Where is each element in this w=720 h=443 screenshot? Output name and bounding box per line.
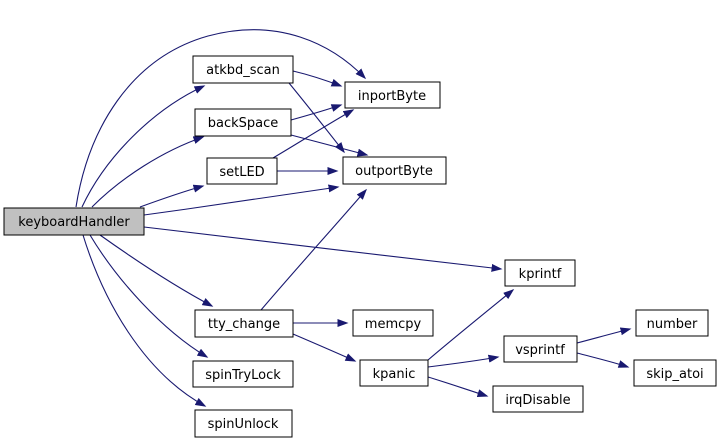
node-kpanic[interactable]: kpanic xyxy=(359,359,429,387)
edge-keyboardHandler-backSpace xyxy=(91,136,205,208)
node-kpanic-box[interactable] xyxy=(359,359,429,387)
node-vsprintf-box[interactable] xyxy=(503,335,578,363)
edge-keyboardHandler-inportByte xyxy=(75,29,367,208)
node-atkbd_scan[interactable]: atkbd_scan xyxy=(192,55,294,84)
node-keyboardHandler: keyboardHandler xyxy=(3,207,145,236)
edge-vsprintf-number xyxy=(576,327,632,344)
node-skip_atoi-box[interactable] xyxy=(633,359,717,387)
edge-keyboardHandler-spinTryLock xyxy=(89,234,209,358)
edge-tty_change-kpanic xyxy=(292,333,357,362)
edge-kpanic-kprintf xyxy=(427,289,515,361)
node-backSpace-label: backSpace xyxy=(208,116,279,131)
node-kprintf-box[interactable] xyxy=(504,259,576,287)
node-spinUnlock[interactable]: spinUnlock xyxy=(194,409,293,438)
node-number[interactable]: number xyxy=(635,309,709,337)
node-spinTryLock[interactable]: spinTryLock xyxy=(192,360,294,388)
edge-keyboardHandler-setLED xyxy=(139,184,205,208)
node-inportByte[interactable]: inportByte xyxy=(344,81,441,109)
node-tty_change-label: tty_change xyxy=(208,317,280,332)
edge-atkbd_scan-outportByte xyxy=(288,82,345,154)
node-number-box[interactable] xyxy=(635,309,709,337)
node-inportByte-box[interactable] xyxy=(344,81,441,109)
node-spinTryLock-box[interactable] xyxy=(192,360,294,388)
edge-backSpace-inportByte xyxy=(290,104,343,121)
node-spinUnlock-label: spinUnlock xyxy=(208,417,279,432)
edge-kpanic-irqDisable xyxy=(427,376,489,397)
edge-keyboardHandler-tty_change xyxy=(99,234,214,307)
node-memcpy[interactable]: memcpy xyxy=(352,309,434,337)
node-irqDisable-label: irqDisable xyxy=(505,393,570,408)
node-memcpy-label: memcpy xyxy=(365,317,422,332)
node-backSpace[interactable]: backSpace xyxy=(194,108,292,137)
node-keyboardHandler-label: keyboardHandler xyxy=(18,215,130,230)
edge-group xyxy=(75,29,632,407)
node-outportByte-box[interactable] xyxy=(342,156,447,185)
node-inportByte-label: inportByte xyxy=(358,89,426,104)
node-skip_atoi-label: skip_atoi xyxy=(646,367,703,382)
node-vsprintf-label: vsprintf xyxy=(515,343,565,358)
node-backSpace-box[interactable] xyxy=(194,108,292,137)
edge-setLED-inportByte xyxy=(272,109,355,159)
edge-keyboardHandler-spinUnlock xyxy=(82,234,207,407)
node-irqDisable[interactable]: irqDisable xyxy=(492,385,584,413)
edge-keyboardHandler-kprintf xyxy=(143,226,503,272)
node-keyboardHandler-box xyxy=(3,207,145,236)
node-kprintf[interactable]: kprintf xyxy=(504,259,576,287)
node-vsprintf[interactable]: vsprintf xyxy=(503,335,578,363)
node-number-label: number xyxy=(647,317,698,332)
node-setLED-box[interactable] xyxy=(206,157,278,185)
node-skip_atoi[interactable]: skip_atoi xyxy=(633,359,717,387)
node-tty_change[interactable]: tty_change xyxy=(194,309,294,338)
node-outportByte[interactable]: outportByte xyxy=(342,156,447,185)
edge-tty_change-outportByte xyxy=(260,188,367,311)
edge-vsprintf-skip_atoi xyxy=(576,352,630,368)
node-atkbd_scan-label: atkbd_scan xyxy=(206,63,280,78)
node-setLED[interactable]: setLED xyxy=(206,157,278,185)
node-spinUnlock-box[interactable] xyxy=(194,409,293,438)
edge-kpanic-vsprintf xyxy=(427,354,500,368)
edge-atkbd_scan-inportByte xyxy=(292,70,343,87)
node-kpanic-label: kpanic xyxy=(373,367,416,382)
node-tty_change-box[interactable] xyxy=(194,309,294,338)
edge-backSpace-outportByte xyxy=(290,134,369,157)
node-setLED-label: setLED xyxy=(219,165,264,180)
node-kprintf-label: kprintf xyxy=(519,267,562,282)
node-irqDisable-box[interactable] xyxy=(492,385,584,413)
node-outportByte-label: outportByte xyxy=(355,164,433,179)
edge-keyboardHandler-atkbd_scan xyxy=(81,85,206,208)
edge-keyboardHandler-outportByte xyxy=(143,184,340,216)
node-memcpy-box[interactable] xyxy=(352,309,434,337)
node-atkbd_scan-box[interactable] xyxy=(192,55,294,84)
node-spinTryLock-label: spinTryLock xyxy=(205,368,281,383)
